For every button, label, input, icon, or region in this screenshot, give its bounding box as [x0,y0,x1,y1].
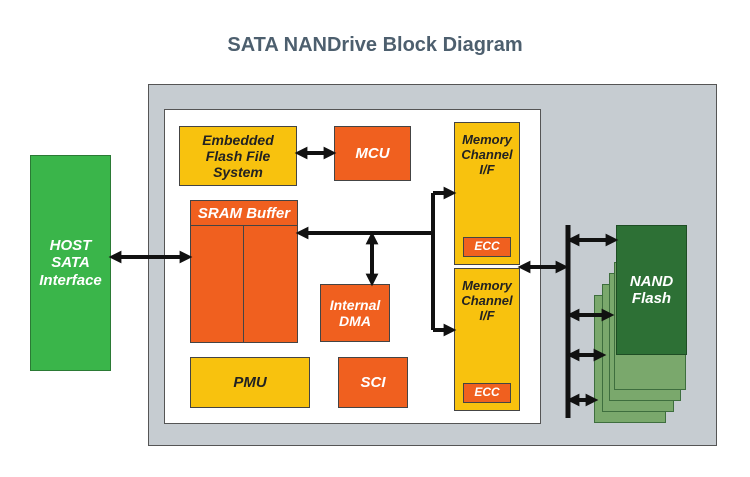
sci-block: SCI [338,357,408,408]
memory-channel-2-block: Memory Channel I/F ECC [454,268,520,411]
mc1-label-line-3: I/F [479,161,495,177]
sram-buffer-cells [190,225,298,343]
sram-buffer-block: SRAM Buffer [190,200,298,343]
ecc-block-2: ECC [463,383,511,403]
embedded-flash-file-system-block: Embedded Flash File System [179,126,297,186]
host-label-line-2: SATA [51,254,90,272]
nand-flash-block: NAND Flash [616,225,687,355]
mcu-label: MCU [355,144,390,162]
efs-label-line-1: Embedded [202,131,274,148]
internal-dma-block: Internal DMA [320,284,390,342]
mc1-label-line-1: Memory [462,132,512,147]
memory-channel-1-block: Memory Channel I/F ECC [454,122,520,265]
nand-label-line-1: NAND [629,272,674,290]
mc2-label-line-1: Memory [462,278,512,293]
pmu-block: PMU [190,357,310,408]
ecc-block-1: ECC [463,237,511,257]
sram-buffer-label: SRAM Buffer [197,205,291,222]
sci-label: SCI [360,373,386,391]
efs-label-line-2: Flash File [205,147,271,164]
mc2-label-line-2: Channel I/F [461,292,513,323]
page-title: SATA NANDrive Block Diagram [227,34,523,56]
mcu-block: MCU [334,126,411,181]
host-label-line-3: Interface [39,271,102,289]
dma-label-line-1: Internal [329,296,381,313]
host-label-line-1: HOST [49,237,92,255]
nand-label-line-2: Flash [631,290,672,307]
dma-label-line-2: DMA [339,313,371,329]
efs-label-line-3: System [213,164,263,181]
pmu-label: PMU [233,373,267,391]
mc1-label-line-2: Channel [461,146,513,162]
